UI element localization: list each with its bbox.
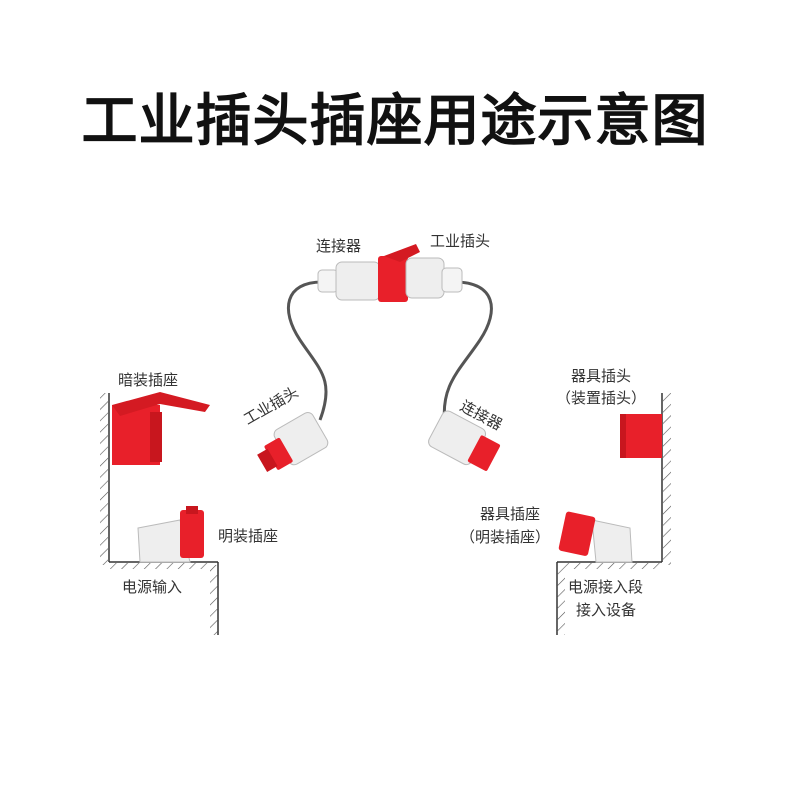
appliance-socket-icon [558, 511, 633, 563]
left-wall [100, 393, 219, 635]
appliance-plug-icon [620, 414, 662, 458]
connector-right-icon [428, 410, 501, 471]
label-flush-socket: 暗装插座 [118, 371, 179, 389]
label-connector-top: 连接器 [316, 237, 362, 255]
label-power-input-segment: 电源接入段 [568, 578, 644, 596]
label-appliance-socket: 器具插座 [480, 505, 541, 523]
label-connect-device: 接入设备 [576, 601, 637, 619]
inline-connector-icon [317, 244, 463, 302]
label-plug-top: 工业插头 [430, 232, 491, 250]
flush-socket-icon [112, 392, 210, 465]
cable-right [442, 280, 493, 426]
label-appliance-plug-note: （装置插头） [556, 389, 647, 407]
label-appliance-socket-note: （明装插座） [460, 528, 551, 546]
industrial-plug-icon [257, 412, 329, 473]
label-appliance-plug: 器具插头 [571, 367, 632, 385]
cable-left [286, 280, 328, 421]
label-power-input: 电源输入 [122, 578, 183, 596]
surface-socket-icon [137, 506, 204, 563]
label-surface-socket: 明装插座 [218, 527, 279, 545]
page-title: 工业插头插座用途示意图 [81, 89, 709, 154]
